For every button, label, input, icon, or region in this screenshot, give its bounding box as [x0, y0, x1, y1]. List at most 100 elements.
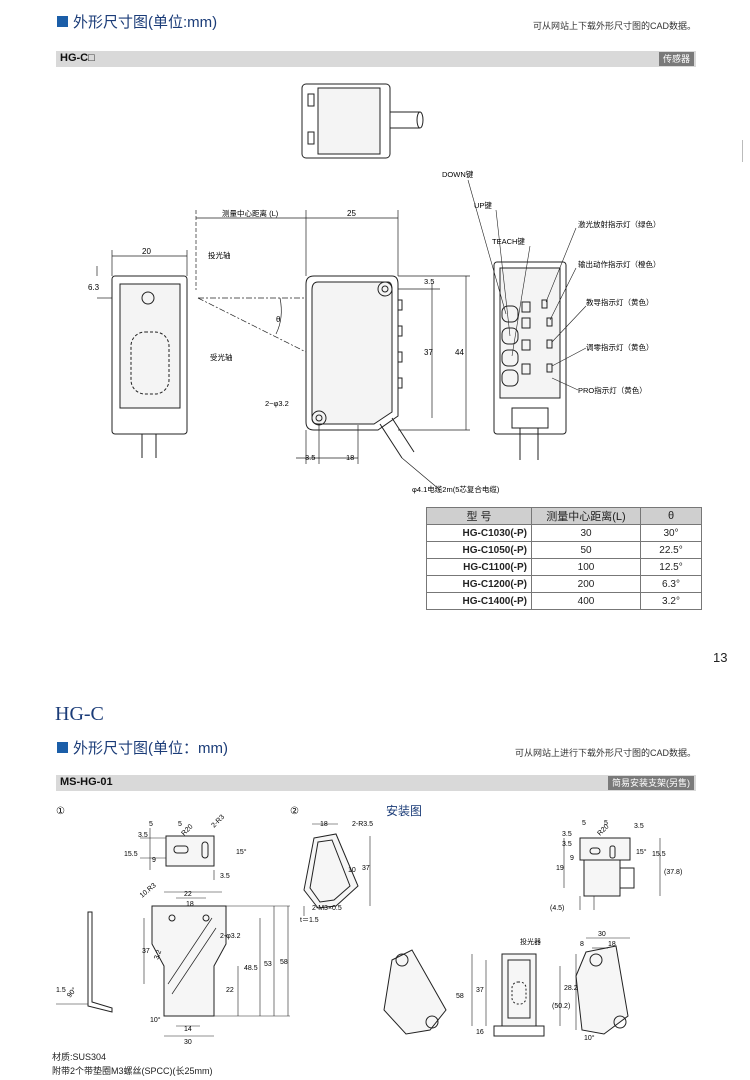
dim-c15deg: 15° [636, 848, 647, 856]
cell-distance: 100 [531, 558, 641, 576]
dim-d50-2: (50.2) [552, 1003, 570, 1010]
bracket-front-view [143, 891, 290, 1037]
dim-a58: 58 [280, 959, 288, 966]
dim-c3-5: 3.5 [562, 831, 572, 838]
dim-a3-2: 3.2 [153, 949, 163, 961]
accessory-note: 附带2个带垫圈M3螺丝(SPCC)(长25mm) [52, 1066, 213, 1076]
cell-theta: 3.2° [640, 592, 702, 610]
dim-bt: t＝1.5 [300, 917, 319, 924]
cell-model: HG-C1100(-P) [426, 558, 532, 576]
figure-1-mark: ① [56, 806, 65, 817]
cell-model: HG-C1200(-P) [426, 575, 532, 593]
sensor-top-view [301, 83, 424, 159]
dim-b10: 10 [348, 867, 356, 874]
laser-led-label: 激光放射指示灯（绿色） [578, 219, 661, 229]
install-title: 安装图 [386, 803, 422, 818]
bracket-side-view [56, 911, 113, 1013]
dim-a5b: 5 [178, 821, 182, 828]
dim-b18: 18 [320, 821, 328, 828]
dim-a53: 53 [264, 961, 272, 968]
receive-axis-label: 受光轴 [210, 352, 233, 362]
model-bar-label: HG-C□ [60, 52, 95, 64]
cell-distance: 30 [531, 524, 641, 542]
dim-d8: 8 [580, 941, 584, 948]
cad-download-note: 可从网站上下载外形尺寸图的CAD数据。 [532, 21, 696, 31]
bracket-top-view [140, 828, 215, 880]
sensor-side-view [195, 210, 470, 491]
up-key-label: UP键 [474, 200, 492, 210]
dim-37: 37 [424, 348, 433, 357]
cell-distance: 400 [531, 592, 641, 610]
cell-theta: 6.3° [640, 575, 702, 593]
dim-a37: 37 [142, 948, 150, 955]
dim-3-5b: 3.5 [305, 453, 315, 462]
col-model-header: 型 号 [426, 507, 532, 525]
dim-cR20: R20 [596, 823, 610, 837]
dim-c3-5b: 3.5 [634, 823, 644, 830]
dim-6-3: 6.3 [88, 283, 100, 292]
dim-a5: 5 [149, 821, 153, 828]
table-row: HG-C1030(-P) 30 30° [426, 524, 702, 542]
center-distance-label: 测量中心距离 (L) [222, 208, 279, 218]
product-heading: HG-C [55, 703, 104, 725]
mounted-front-views [383, 937, 630, 1037]
hole-label: 2−φ3.2 [265, 399, 289, 408]
model-bar-tag: 传感器 [658, 52, 694, 66]
cell-distance: 50 [531, 541, 641, 559]
emit-axis-label: 投光轴 [208, 250, 231, 260]
dim-c3-5c: 3.5 [562, 841, 572, 848]
zero-led-label: 调零指示灯（黄色） [586, 342, 654, 352]
dim-c5b: 5 [604, 820, 608, 827]
pro-led-label: PRO指示灯（黄色） [578, 385, 647, 395]
dim-a90: 90° [65, 986, 78, 999]
dim-d18: 18 [608, 941, 616, 948]
table-row: HG-C1100(-P) 100 12.5° [426, 558, 702, 576]
sensor-front-view [96, 250, 188, 458]
dim-a48-5: 48.5 [244, 965, 258, 972]
dim-d30: 30 [598, 931, 606, 938]
dim-a10deg: 10° [150, 1016, 161, 1024]
dim-a9: 9 [152, 857, 156, 864]
bracket-bar-tag: 简易安装支架(另售) [608, 776, 694, 790]
dim-a3-5: 3.5 [138, 832, 148, 839]
page-number: 13 [713, 650, 728, 665]
dim-a15deg: 15° [236, 848, 247, 856]
dim-b2M3: 2-M3×0.5 [312, 905, 342, 912]
cell-model: HG-C1030(-P) [426, 524, 532, 542]
bracket-dimension-drawing: ① ② 安装图 5 5 3.5 R20 2-R3 15.5 9 15° 3.5 … [56, 803, 682, 1046]
dim-d10deg: 10° [584, 1034, 595, 1042]
dim-20: 20 [142, 247, 151, 256]
model-bar: HG-C□ 传感器 [56, 51, 696, 67]
dim-c9: 9 [570, 855, 574, 862]
dim-44: 44 [455, 348, 464, 357]
dim-18: 18 [346, 453, 354, 462]
bracket-bar-label: MS-HG-01 [60, 776, 113, 788]
title-square-icon [57, 16, 68, 27]
teach-key-label: TEACH键 [492, 236, 525, 246]
bracket-bar: MS-HG-01 简易安装支架(另售) [56, 775, 696, 791]
dim-a3-5b: 3.5 [220, 873, 230, 880]
dim-a14: 14 [184, 1026, 192, 1033]
col-theta-header: θ [640, 507, 702, 525]
dim-a1-5: 1.5 [56, 987, 66, 994]
table-header-row: 型 号 测量中心距离(L) θ [426, 507, 702, 525]
dim-a30: 30 [184, 1039, 192, 1046]
cell-model: HG-C1050(-P) [426, 541, 532, 559]
emitter-label: 投光器 [520, 937, 541, 946]
dim-ahole: 2-φ3.2 [220, 933, 241, 940]
install-bracket-view [303, 823, 371, 916]
cell-theta: 22.5° [640, 541, 702, 559]
teach-led-label: 教导指示灯（黄色） [586, 297, 654, 307]
sensor-dimension-drawing: 20 6.3 测量中心距离 (L) 25 投光轴 θ 受光轴 3.5 37 44… [88, 83, 661, 494]
dim-a22: 22 [184, 891, 192, 898]
dim-aR20: R20 [180, 823, 194, 837]
dim-3-5: 3.5 [424, 277, 434, 286]
material-note: 材质:SUS304 [52, 1052, 107, 1062]
dim-d28-2: 28.2 [564, 985, 578, 992]
theta-label: θ [276, 315, 281, 324]
dim-b37: 37 [362, 865, 370, 872]
dim-c15-5: 15.5 [652, 851, 666, 858]
down-key-label: DOWN键 [442, 169, 474, 179]
cable-label: φ4.1电缆2m(5芯复合电缆) [412, 484, 500, 494]
dim-b2R3-5: 2-R3.5 [352, 821, 373, 828]
